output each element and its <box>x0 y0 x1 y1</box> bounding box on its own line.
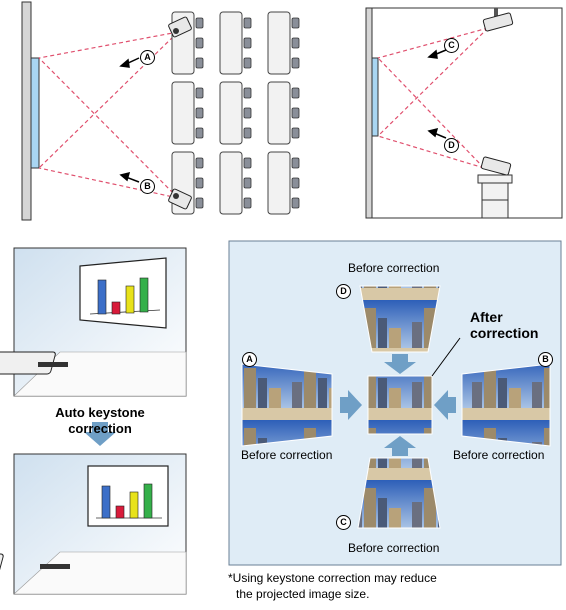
chair <box>195 127 204 139</box>
chair <box>195 37 204 49</box>
chair <box>291 17 300 29</box>
chair <box>243 197 252 209</box>
before-label-left: Before correction <box>241 448 333 462</box>
image-b <box>461 363 551 447</box>
ceiling-projector-c <box>482 8 514 32</box>
chair <box>195 87 204 99</box>
chair <box>243 107 252 119</box>
projector-upper <box>0 351 68 375</box>
chair <box>291 57 300 69</box>
image-c <box>357 457 441 529</box>
skewed-screen <box>79 257 167 329</box>
auto-keystone-illustration <box>0 247 187 595</box>
screen-shape-side <box>371 57 379 137</box>
chair <box>195 197 204 209</box>
chair <box>243 57 252 69</box>
marker-d-side: D <box>444 138 459 153</box>
auto-keystone-label: Auto keystone correction <box>55 405 145 436</box>
beam-lines <box>38 31 179 199</box>
chair <box>243 17 252 29</box>
corrected-screen <box>87 465 169 527</box>
chair <box>291 177 300 189</box>
marker-c-side: C <box>444 38 459 53</box>
image-corrected <box>367 375 433 435</box>
skewed-chart <box>89 277 161 315</box>
chair <box>195 17 204 29</box>
correction-arrows <box>340 354 456 456</box>
footnote-line-1: *Using keystone correction may reduce <box>228 571 437 585</box>
marker-b-plan: B <box>140 179 155 194</box>
tables <box>171 11 291 215</box>
chair <box>291 37 300 49</box>
chair <box>243 157 252 169</box>
chair <box>243 127 252 139</box>
after-correction-label: After correction <box>470 309 539 341</box>
side-view-diagram <box>365 7 563 219</box>
projector-b <box>168 188 192 210</box>
floor-plan-diagram <box>21 1 300 221</box>
chair <box>195 107 204 119</box>
chair <box>291 197 300 209</box>
marker-d: D <box>336 284 351 299</box>
marker-b: B <box>538 352 553 367</box>
table-projector-d <box>477 156 513 219</box>
chair <box>291 107 300 119</box>
marker-a-plan: A <box>140 50 155 65</box>
chair <box>291 127 300 139</box>
projector-a <box>168 16 192 38</box>
chair <box>243 87 252 99</box>
corrected-chart <box>96 483 162 519</box>
before-label-top: Before correction <box>348 261 440 275</box>
chair <box>243 37 252 49</box>
projector-lower <box>0 553 70 577</box>
chair <box>195 177 204 189</box>
before-label-bottom: Before correction <box>348 541 440 555</box>
marker-c: C <box>336 515 351 530</box>
chair <box>243 177 252 189</box>
chair <box>291 87 300 99</box>
marker-a: A <box>242 352 257 367</box>
chair <box>195 157 204 169</box>
screen-shape <box>30 57 40 169</box>
keystone-correction-panel <box>228 240 562 566</box>
chair <box>195 57 204 69</box>
chair <box>291 157 300 169</box>
chairs <box>195 17 300 209</box>
footnote-line-2: the projected image size. <box>236 587 370 601</box>
before-label-right: Before correction <box>453 448 545 462</box>
image-a <box>241 363 333 447</box>
image-d <box>359 285 441 353</box>
